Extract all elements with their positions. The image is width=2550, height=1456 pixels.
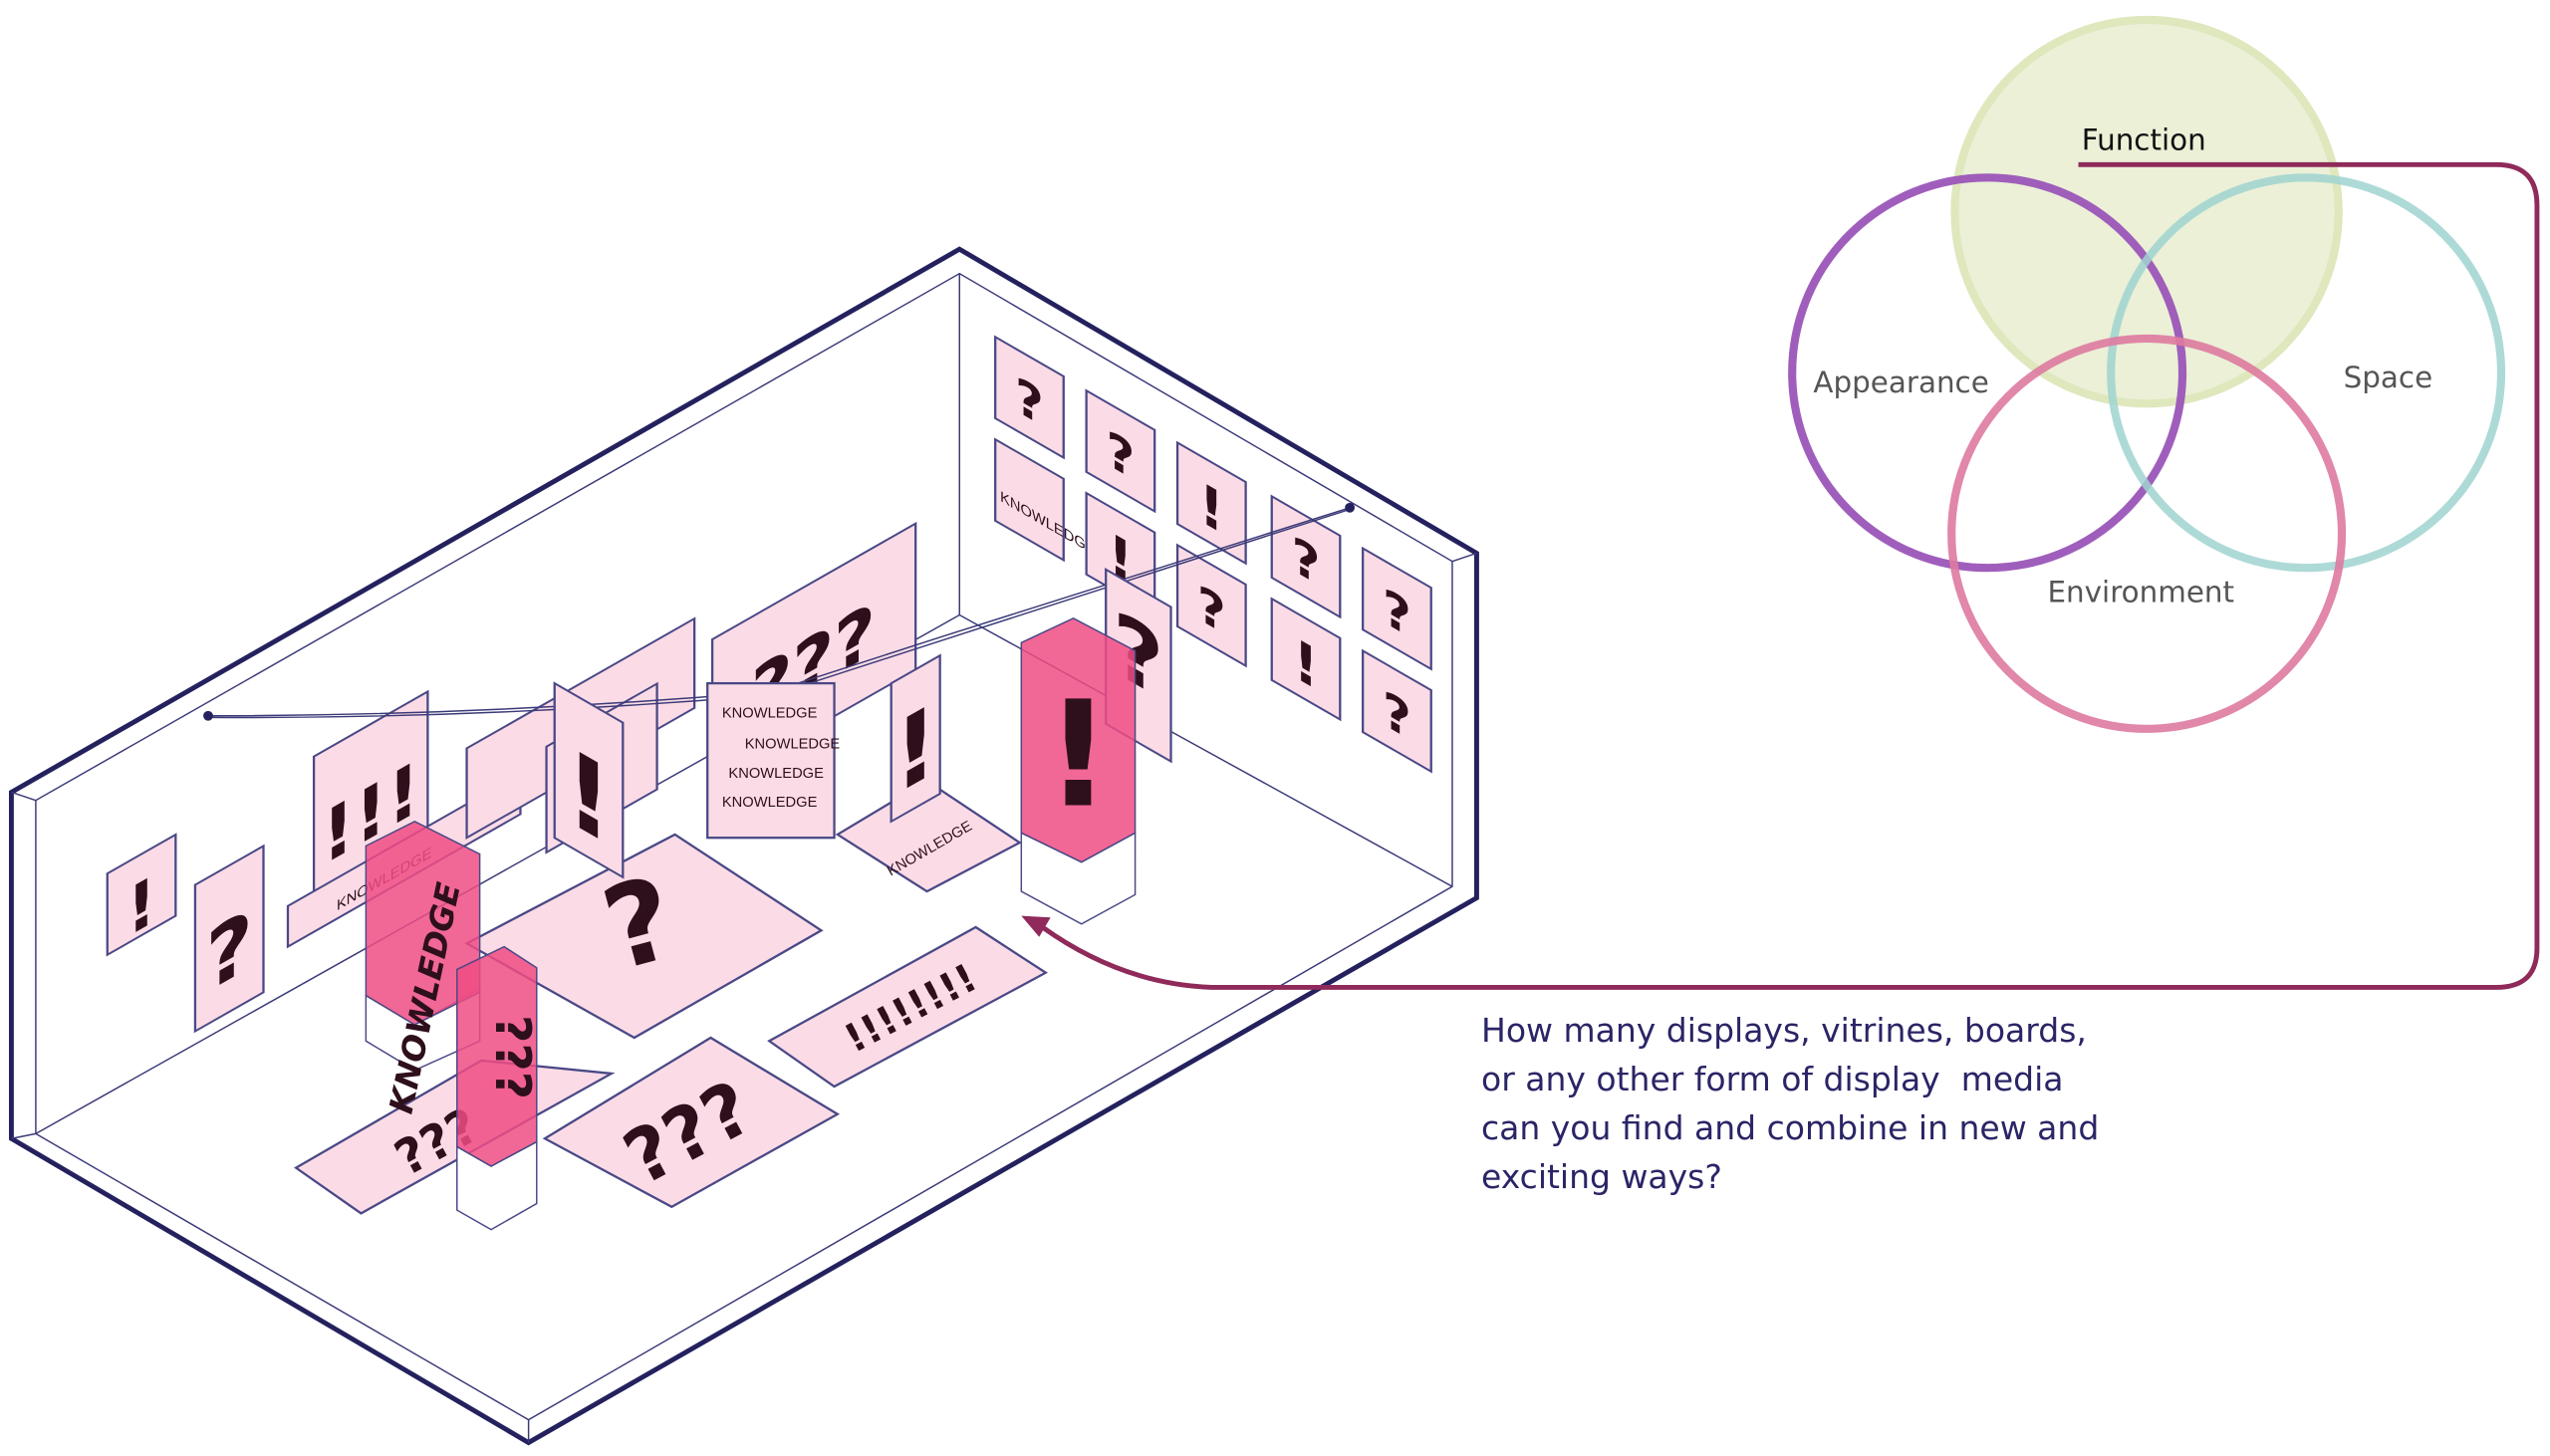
room-outline — [8, 246, 1479, 1446]
venn-circle-space — [2107, 173, 2506, 573]
right-wall-panels: ? KNOWLEDGE ? ! ! ? ? ! ? ? — [994, 335, 1432, 774]
venn-circle-environment — [1947, 334, 2347, 733]
svg-text:KNOWLEDGE: KNOWLEDGE — [722, 705, 818, 721]
standing-panels: ! ! ? KNOWLEDGE KNOWLEDGE KNOWLEDGE KNOW… — [553, 568, 1172, 879]
venn-label-appearance: Appearance — [1813, 365, 1988, 399]
svg-text:!: ! — [127, 860, 156, 953]
venn-diagram: Function Appearance Space Environment — [1788, 15, 2506, 733]
svg-text:!: ! — [1045, 670, 1112, 841]
arrowhead-icon — [1021, 915, 1051, 937]
knowledge-board: KNOWLEDGE KNOWLEDGE KNOWLEDGE KNOWLEDGE — [706, 681, 841, 840]
vitrine-questions: ??? — [456, 945, 541, 1231]
vitrine-knowledge: KNOWLEDGE — [365, 821, 481, 1116]
vitrine-exclaim: ! — [1020, 616, 1137, 925]
isometric-room — [8, 246, 1479, 1446]
svg-text:!: ! — [1199, 469, 1224, 548]
venn-circle-function — [1950, 15, 2343, 408]
panel-exclaim: ! — [106, 833, 177, 957]
prompt-line: or any other form of display media — [1481, 1060, 2064, 1098]
connector-arrow — [1021, 161, 2540, 990]
svg-text:!: ! — [893, 680, 938, 820]
svg-text:!: ! — [565, 723, 613, 872]
prompt-question: How many displays, vitrines, boards, or … — [1481, 1006, 2178, 1201]
svg-text:KNOWLEDGE: KNOWLEDGE — [728, 766, 824, 782]
prompt-line: exciting ways? — [1481, 1157, 1722, 1196]
prompt-line: can you find and combine in new and — [1481, 1108, 2100, 1147]
venn-label-space: Space — [2344, 361, 2433, 394]
svg-text:!: ! — [1293, 625, 1318, 704]
prompt-line: How many displays, vitrines, boards, — [1481, 1011, 2087, 1050]
svg-text:KNOWLEDGE: KNOWLEDGE — [722, 795, 818, 811]
panel-questions: ? — [193, 844, 265, 1034]
venn-label-function: Function — [2082, 123, 2206, 157]
svg-text:???: ??? — [484, 1015, 541, 1099]
venn-circle-appearance — [1788, 173, 2187, 573]
svg-text:KNOWLEDGE: KNOWLEDGE — [745, 736, 841, 752]
venn-label-environment: Environment — [2048, 575, 2235, 608]
